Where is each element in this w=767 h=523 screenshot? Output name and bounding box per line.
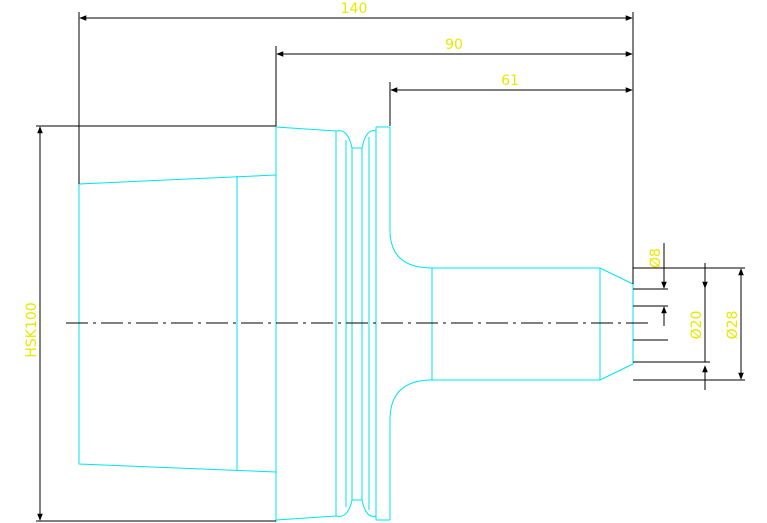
v-groove-bottom — [335, 499, 377, 517]
dim-text-d20: Ø20 — [689, 311, 705, 340]
tip-chamfer-bottom — [599, 363, 634, 381]
dim-text-d8: Ø8 — [648, 248, 664, 268]
fillet-bottom — [389, 379, 433, 421]
dimension-geometry — [36, 12, 745, 522]
v-groove-top — [335, 130, 377, 149]
flange-top-edge — [275, 126, 337, 132]
tool-holder-outline — [78, 126, 634, 522]
tip-chamfer-top — [599, 267, 634, 285]
dim-text-90: 90 — [445, 37, 463, 53]
dimension-labels: 140 90 61 HSK100 Ø8 Ø20 Ø28 — [24, 1, 741, 358]
dim-text-61: 61 — [501, 73, 519, 89]
taper-outline — [78, 174, 277, 473]
flange-bottom-edge — [275, 515, 337, 521]
dim-text-d28: Ø28 — [725, 311, 741, 340]
dim-text-hsk: HSK100 — [24, 302, 40, 357]
fillet-top — [389, 229, 433, 269]
dim-text-140: 140 — [341, 1, 368, 17]
